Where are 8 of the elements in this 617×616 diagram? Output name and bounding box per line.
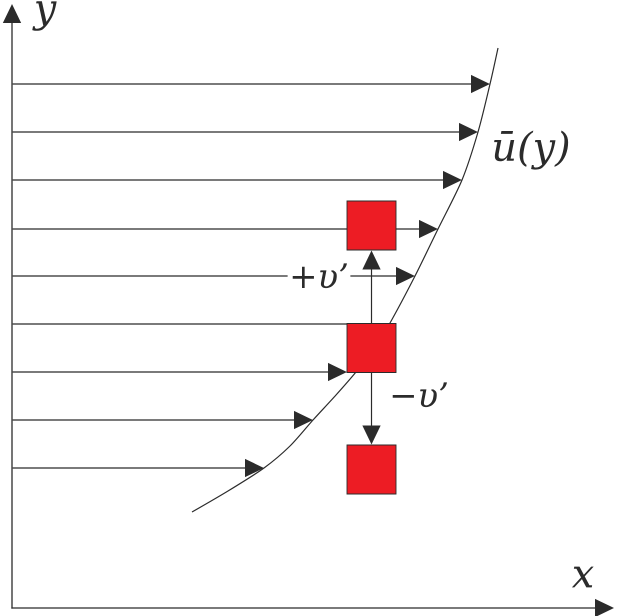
edge-label: −υ’ [388,380,450,409]
fluid-parcel [346,444,396,494]
axis-label: y [32,1,57,31]
curve-label: ū(y) [494,130,568,170]
edge-label: +υ’ [288,262,350,290]
axis-label: x [572,566,594,588]
fluid-parcel [346,323,396,373]
fluid-parcel [346,200,396,250]
